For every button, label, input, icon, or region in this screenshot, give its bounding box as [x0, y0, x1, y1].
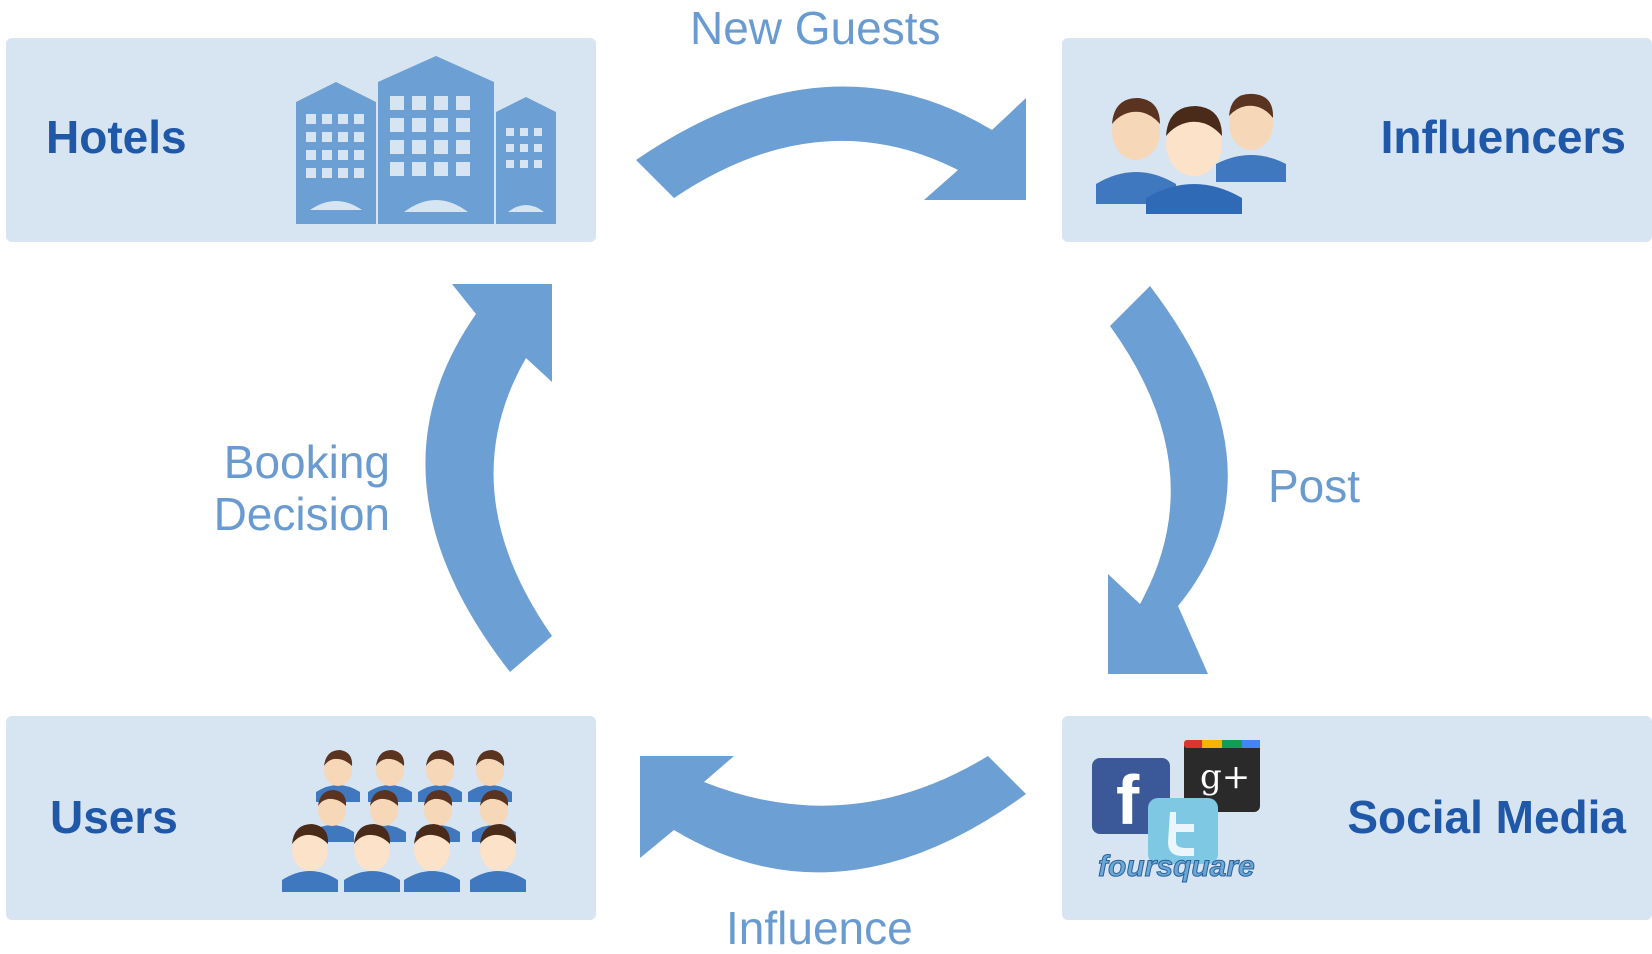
- hotel-buildings-icon: [286, 52, 566, 237]
- arrow-new-guests: [636, 86, 1026, 200]
- foursquare-logo: foursquare: [1098, 850, 1255, 883]
- label-booking-line2: Decision: [213, 488, 390, 540]
- node-social-media: Social Media g+ f foursquare: [1062, 716, 1652, 920]
- arrow-post: [1108, 286, 1228, 674]
- facebook-logo: f: [1116, 761, 1140, 839]
- label-booking-line1: Booking: [223, 436, 390, 488]
- node-hotels: Hotels: [6, 38, 596, 242]
- node-users: Users: [6, 716, 596, 920]
- node-influencers: Influencers: [1062, 38, 1652, 242]
- label-post: Post: [1268, 460, 1361, 512]
- node-hotels-title: Hotels: [46, 111, 187, 163]
- label-new-guests: New Guests: [690, 2, 941, 54]
- crowd-icon: [272, 738, 542, 913]
- label-influence: Influence: [726, 902, 913, 954]
- people-group-icon: [1096, 64, 1296, 219]
- node-social-media-title: Social Media: [1347, 791, 1626, 843]
- node-influencers-title: Influencers: [1380, 111, 1626, 163]
- google-plus-logo: g+: [1200, 757, 1250, 797]
- arrow-influence: [640, 756, 1026, 873]
- node-users-title: Users: [50, 791, 178, 843]
- label-booking-decision: Booking Decision: [190, 436, 390, 540]
- arrow-booking-decision: [425, 284, 552, 672]
- social-logos-icon: g+ f foursquare: [1092, 740, 1272, 901]
